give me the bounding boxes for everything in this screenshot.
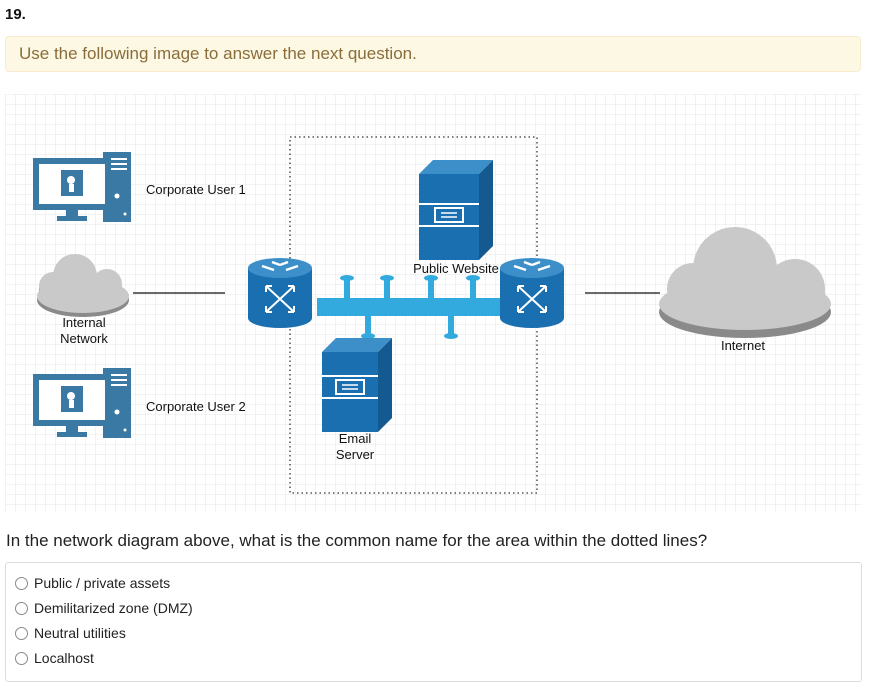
choice-label: Public / private assets	[34, 575, 171, 591]
cloud-icon	[659, 227, 831, 338]
label-internet: Internet	[721, 338, 765, 353]
computer-icon	[33, 152, 131, 222]
label-internal-network-line1: Internal	[62, 315, 105, 330]
choice-dmz[interactable]: Demilitarized zone (DMZ)	[15, 598, 193, 618]
label-email-server-line2: Server	[336, 447, 375, 462]
label-email-server-line1: Email	[339, 431, 372, 446]
label-public-website: Public Website	[413, 261, 499, 276]
instruction-notice: Use the following image to answer the ne…	[5, 36, 861, 72]
choice-localhost[interactable]: Localhost	[15, 648, 94, 668]
server-icon	[419, 160, 493, 260]
choice-label: Localhost	[34, 650, 94, 666]
network-bus-icon	[317, 275, 515, 339]
label-internal-network-line2: Network	[60, 331, 108, 346]
question-text: In the network diagram above, what is th…	[6, 531, 708, 550]
question-number: 19.	[5, 6, 26, 23]
computer-icon	[33, 368, 131, 438]
server-icon	[322, 338, 392, 432]
router-icon	[248, 258, 312, 328]
radio-button[interactable]	[15, 651, 28, 665]
choice-public-private-assets[interactable]: Public / private assets	[15, 573, 170, 593]
cloud-icon	[37, 254, 129, 317]
answer-choices: Public / private assets Demilitarized zo…	[5, 562, 862, 682]
instruction-notice-text: Use the following image to answer the ne…	[19, 44, 417, 63]
radio-button[interactable]	[15, 626, 28, 640]
label-corporate-user-2: Corporate User 2	[146, 399, 246, 414]
choice-label: Neutral utilities	[34, 625, 126, 641]
network-diagram: Corporate User 1 Corporate User 2 Intern…	[5, 94, 861, 512]
radio-button[interactable]	[15, 576, 28, 590]
choice-label: Demilitarized zone (DMZ)	[34, 600, 193, 616]
label-corporate-user-1: Corporate User 1	[146, 182, 246, 197]
choice-neutral-utilities[interactable]: Neutral utilities	[15, 623, 126, 643]
radio-button[interactable]	[15, 601, 28, 615]
router-icon	[500, 258, 564, 328]
